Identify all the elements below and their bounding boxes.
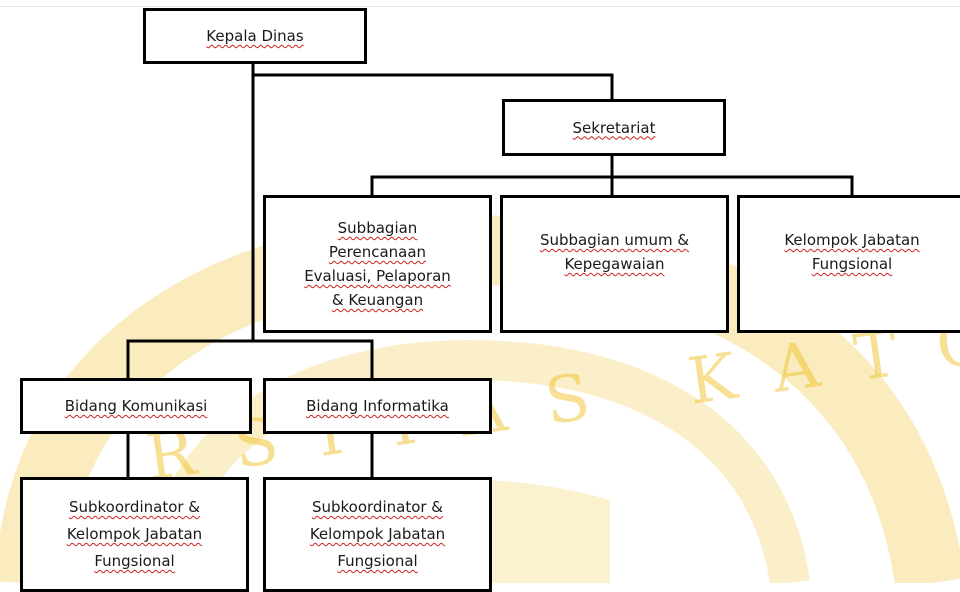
subbagian-umum-label: Subbagian umum & Kepegawaian	[539, 231, 690, 273]
subbagian-perencanaan-box: Subbagian Perencanaan Evaluasi, Pelapora…	[263, 195, 492, 333]
seal-inner-ring	[140, 339, 810, 583]
kepala-dinas-box: Kepala Dinas	[143, 8, 367, 64]
bidang-komunikasi-box: Bidang Komunikasi	[20, 378, 252, 434]
subkoordinator-komunikasi-box: Subkoordinator & Kelompok Jabatan Fungsi…	[20, 477, 249, 592]
sekretariat-label: Sekretariat	[572, 118, 656, 137]
kelompok-jabatan-label: Kelompok Jabatan Fungsional	[784, 231, 920, 273]
bidang-informatika-box: Bidang Informatika	[263, 378, 492, 434]
subbagian-umum-box: Subbagian umum & Kepegawaian	[500, 195, 729, 333]
subbagian-perencanaan-label: Subbagian Perencanaan Evaluasi, Pelapora…	[304, 219, 451, 309]
sekretariat-box: Sekretariat	[502, 99, 726, 156]
bidang-komunikasi-label: Bidang Komunikasi	[64, 397, 208, 415]
top-border-line	[0, 6, 960, 7]
kelompok-jabatan-box: Kelompok Jabatan Fungsional	[737, 195, 960, 333]
kepala-dinas-label: Kepala Dinas	[206, 27, 304, 45]
subkoordinator-komunikasi-label: Subkoordinator & Kelompok Jabatan Fungsi…	[66, 498, 203, 570]
subkoordinator-informatika-box: Subkoordinator & Kelompok Jabatan Fungsi…	[263, 477, 492, 592]
subkoordinator-informatika-label: Subkoordinator & Kelompok Jabatan Fungsi…	[309, 498, 446, 570]
bidang-informatika-label: Bidang Informatika	[306, 397, 449, 415]
